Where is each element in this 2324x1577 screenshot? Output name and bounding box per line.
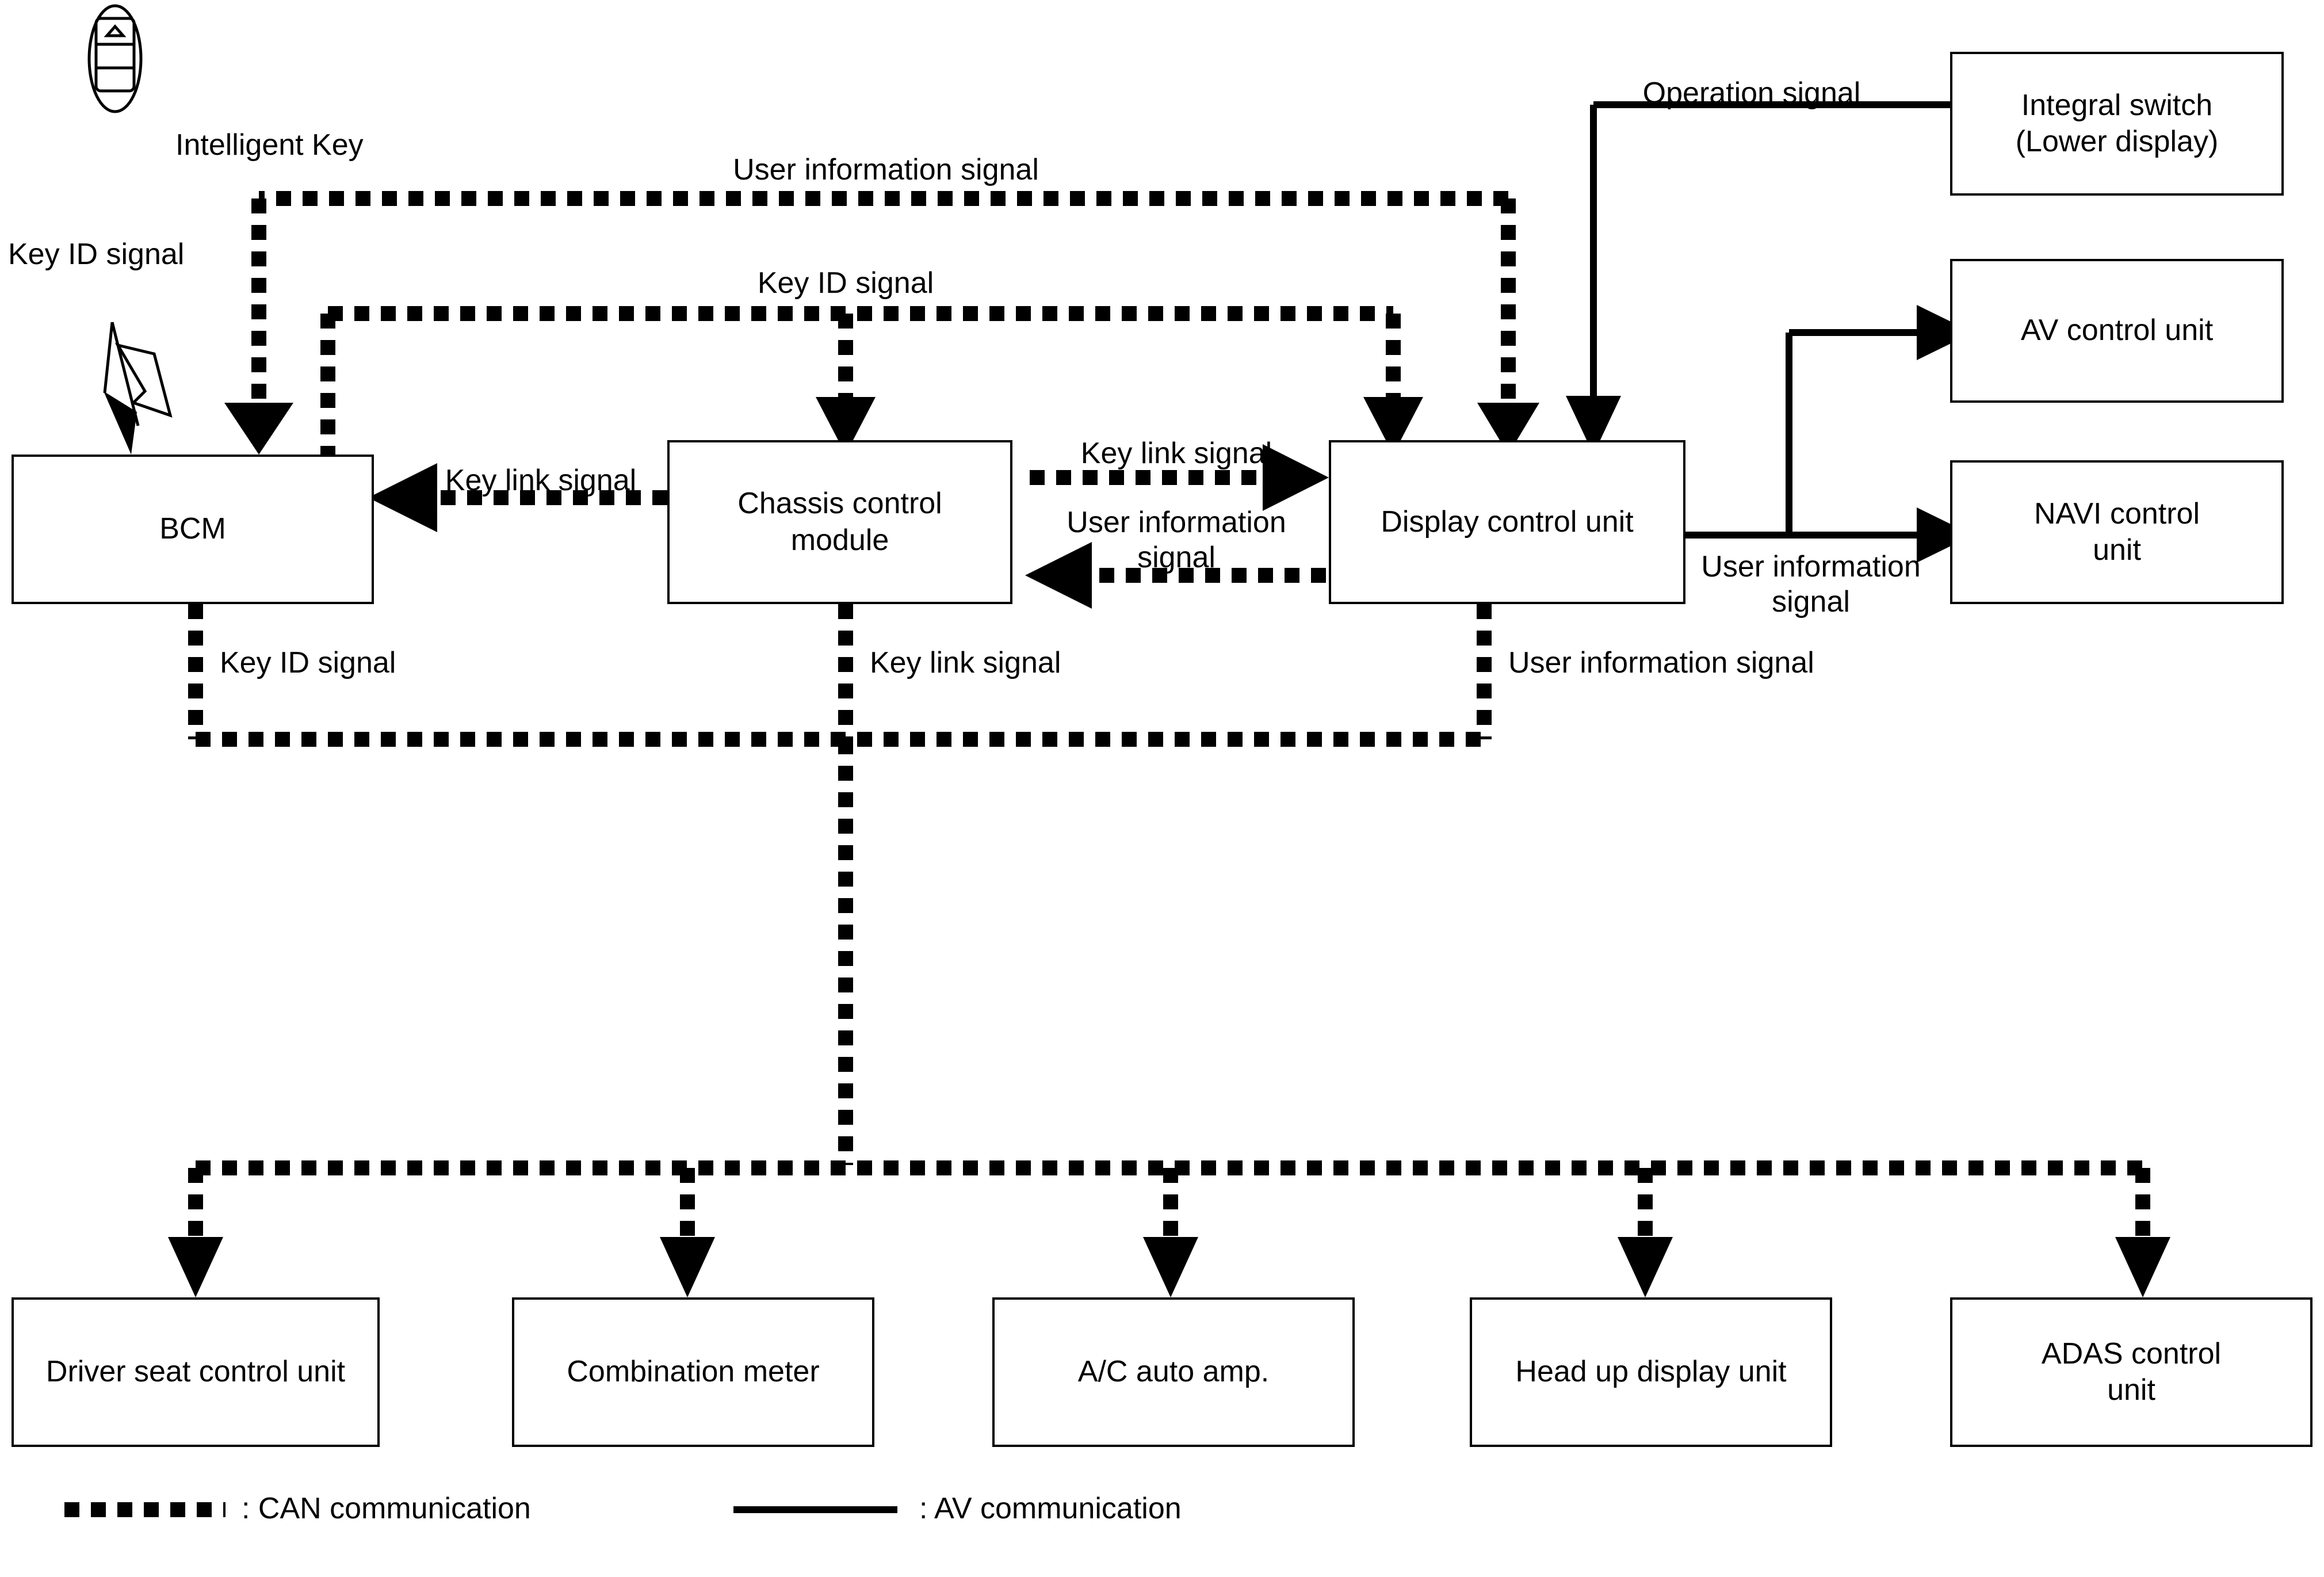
- label-key-id-signal-top: Key ID signal: [757, 266, 934, 300]
- box-chassis-control-module-label: Chassis control module: [737, 487, 942, 557]
- box-head-up-display-unit-label: Head up display unit: [1515, 1355, 1787, 1389]
- label-intelligent-key: Intelligent Key: [175, 128, 364, 162]
- box-navi-control-unit[interactable]: NAVI control unit: [1950, 460, 2284, 604]
- box-navi-control-unit-label: NAVI control unit: [2033, 497, 2200, 567]
- box-combination-meter-label: Combination meter: [567, 1355, 820, 1389]
- box-ac-auto-amp[interactable]: A/C auto amp.: [992, 1297, 1355, 1447]
- key-id-signal-top-bus: [320, 306, 1423, 455]
- label-user-information-signal-down: User information signal: [1508, 646, 1814, 679]
- box-display-control-unit[interactable]: Display control unit: [1329, 440, 1685, 604]
- box-display-control-unit-label: Display control unit: [1381, 505, 1634, 539]
- box-driver-seat-control-unit[interactable]: Driver seat control unit: [12, 1297, 380, 1447]
- box-driver-seat-control-unit-label: Driver seat control unit: [45, 1355, 346, 1389]
- box-head-up-display-unit[interactable]: Head up display unit: [1470, 1297, 1832, 1447]
- key-id-wireless-arrow: [103, 322, 173, 455]
- label-key-id-signal-down: Key ID signal: [220, 646, 396, 679]
- label-key-id-signal-wireless: Key ID signal: [8, 238, 185, 271]
- label-key-link-signal-to-display: Key link signal: [1080, 437, 1272, 470]
- box-bcm[interactable]: BCM: [12, 455, 374, 604]
- box-adas-control-unit-label: ADAS control unit: [2041, 1337, 2222, 1407]
- box-chassis-control-module[interactable]: Chassis control module: [667, 440, 1012, 604]
- distribution-can-bus: [168, 1160, 2170, 1297]
- intelligent-key-icon: [87, 4, 143, 113]
- box-combination-meter[interactable]: Combination meter: [512, 1297, 874, 1447]
- box-adas-control-unit[interactable]: ADAS control unit: [1950, 1297, 2312, 1447]
- label-user-information-signal-to-chassis: User information signal: [1067, 506, 1286, 575]
- label-user-information-signal-top: User information signal: [733, 153, 1039, 186]
- legend-can-label: : CAN communication: [242, 1492, 531, 1525]
- operation-signal-av-line: [1566, 101, 1950, 455]
- box-integral-switch[interactable]: Integral switch (Lower display): [1950, 52, 2284, 196]
- user-information-signal-av-lines: [1685, 305, 1973, 563]
- box-bcm-label: BCM: [159, 512, 226, 546]
- key-link-signal-chassis-to-bcm: [368, 463, 667, 532]
- box-av-control-unit-label: AV control unit: [2020, 314, 2214, 348]
- label-key-link-signal-down: Key link signal: [870, 646, 1061, 679]
- legend-av-label: : AV communication: [919, 1492, 1182, 1525]
- box-av-control-unit[interactable]: AV control unit: [1950, 259, 2284, 403]
- key-link-signal-chassis-to-display: [1030, 444, 1329, 511]
- user-information-signal-top-bus: [224, 191, 1539, 455]
- label-operation-signal: Operation signal: [1642, 77, 1861, 110]
- lower-local-can-bus: [188, 604, 1492, 1165]
- label-key-link-signal-to-bcm: Key link signal: [445, 464, 637, 497]
- box-ac-auto-amp-label: A/C auto amp.: [1077, 1355, 1270, 1389]
- label-user-information-signal-right: User information signal: [1701, 550, 1921, 619]
- box-integral-switch-label: Integral switch (Lower display): [2015, 88, 2219, 158]
- user-information-signal-display-to-chassis: [1025, 542, 1326, 609]
